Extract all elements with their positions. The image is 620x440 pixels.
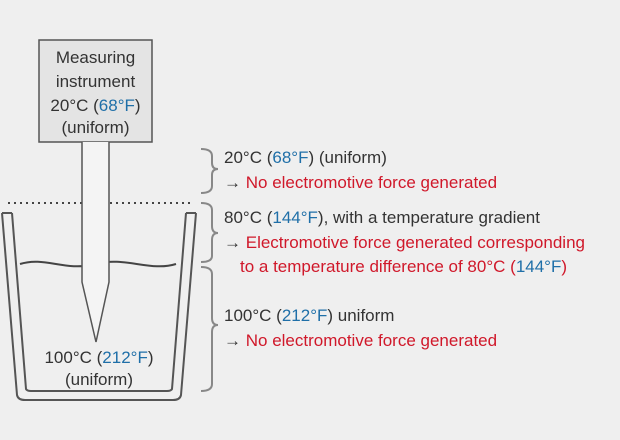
- brace-gradient: [200, 202, 219, 263]
- air-temperature: 20°C (68°F) (uniform): [224, 146, 387, 170]
- instrument-note: (uniform): [61, 118, 130, 137]
- brace-bath: [200, 266, 219, 392]
- air-temp-rest: ) (uniform): [308, 148, 387, 167]
- container-inner: [11, 212, 187, 392]
- liquid-temperature: 100°C (212°F): [19, 346, 179, 370]
- bath-temperature: 100°C (212°F) uniform: [224, 304, 394, 328]
- instrument-temp-close: ): [134, 96, 141, 115]
- bath-result: → No electromotive force generated: [224, 329, 497, 353]
- air-temp-f: 68°F: [272, 148, 309, 167]
- gradient-result-text2a: to a temperature difference of 80°C (: [240, 257, 516, 276]
- gradient-result-text1: Electromotive force generated correspond…: [245, 233, 585, 252]
- bath-temp-c: 100°C (: [224, 306, 282, 325]
- brace-air: [200, 148, 219, 194]
- gradient-temp-rest: ), with a temperature gradient: [317, 208, 540, 227]
- gradient-temp-c: 80°C (: [224, 208, 273, 227]
- gradient-result-line2: to a temperature difference of 80°C (144…: [240, 255, 567, 279]
- air-temp-c: 20°C (: [224, 148, 273, 167]
- air-result: → No electromotive force generated: [224, 171, 497, 195]
- air-result-arrow: →: [224, 173, 241, 192]
- gradient-result-arrow: →: [224, 233, 241, 252]
- air-result-text: No electromotive force generated: [245, 173, 498, 192]
- bath-temp-f: 212°F: [281, 306, 328, 325]
- instrument-temperature: 20°C (68°F): [39, 94, 152, 118]
- bath-result-text: No electromotive force generated: [245, 331, 498, 350]
- liquid-temp-f: 212°F: [102, 348, 148, 367]
- bath-temp-rest: ) uniform: [327, 306, 395, 325]
- gradient-result-f: 144°F: [515, 257, 562, 276]
- gradient-temperature: 80°C (144°F), with a temperature gradien…: [224, 206, 540, 230]
- gradient-result-text2b: ): [561, 257, 568, 276]
- liquid-temp-c: 100°C (: [44, 348, 103, 367]
- instrument-temp-c: 20°C (: [50, 96, 99, 115]
- gradient-result-line1: → Electromotive force generated correspo…: [224, 231, 585, 255]
- instrument-temp-f: 68°F: [98, 96, 135, 115]
- liquid-note: (uniform): [64, 370, 133, 389]
- liquid-temp-close: ): [147, 348, 154, 367]
- container-outer: [1, 212, 197, 401]
- bath-result-arrow: →: [224, 331, 241, 350]
- instrument-box: [38, 39, 153, 143]
- instrument-title-line2: instrument: [55, 72, 136, 91]
- gradient-temp-f: 144°F: [272, 208, 318, 227]
- instrument-title-line1: Measuring: [55, 48, 136, 67]
- probe: [81, 142, 110, 343]
- instrument-title: Measuring instrument: [39, 46, 152, 94]
